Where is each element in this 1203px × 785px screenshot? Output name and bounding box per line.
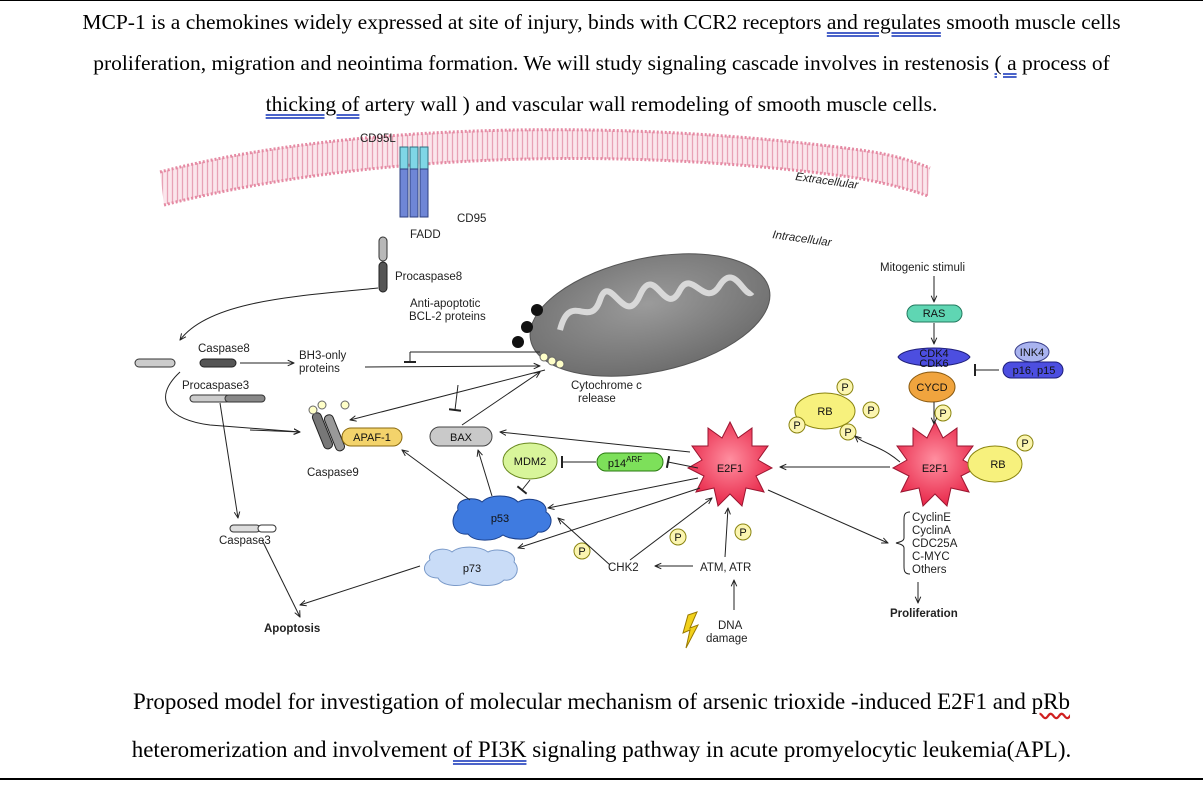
cycd-label: CYCD: [916, 382, 947, 394]
caption-text-3: signaling pathway in acute promyelocytic…: [526, 737, 1072, 762]
proliferation-label: Proliferation: [890, 608, 958, 620]
cytochrome-c-dots: [539, 352, 565, 369]
dna-label: DNA: [718, 620, 743, 632]
release-label: release: [578, 393, 616, 405]
target-gene-cycline: CyclinE: [912, 512, 951, 524]
intro-text-3: proliferation, migration and neointima f…: [93, 51, 995, 75]
intro-text-2: smooth muscle cells: [940, 10, 1121, 34]
mitogenic-label: Mitogenic stimuli: [880, 262, 965, 274]
intracellular-label: Intracellular: [772, 229, 834, 249]
intro-text-1: MCP-1 is a chemokines widely expressed a…: [82, 10, 827, 34]
bh3-label: BH3-only: [299, 350, 347, 362]
cell-membrane: [159, 128, 931, 207]
mitochondrion: [529, 253, 771, 377]
target-gene-others: Others: [912, 564, 947, 576]
mdm2-node: [502, 442, 558, 480]
caspase3-label: Caspase3: [219, 535, 271, 547]
intro-underlined-2: ( a: [994, 51, 1017, 75]
cdk-node: [897, 347, 971, 367]
cd95l-label: CD95L: [360, 133, 396, 145]
intro-text-4: process of: [1016, 51, 1110, 75]
phosphate-badge: P: [841, 382, 848, 394]
phosphate-badge: P: [578, 546, 585, 558]
phosphate-badge: P: [867, 405, 874, 417]
lightning-icon: [682, 611, 700, 649]
bh3-proteins-label: proteins: [299, 363, 340, 375]
phosphate-badge: P: [844, 427, 851, 439]
e2f1-right-node: [891, 420, 979, 507]
phosphate-badge: P: [739, 527, 746, 539]
phosphate-badge: P: [674, 532, 681, 544]
caspase3-shape: [229, 524, 277, 533]
bcl2-label: BCL-2 proteins: [409, 311, 486, 323]
cdk4-label: CDK4: [919, 348, 948, 360]
phosphate-badges: P P P P P P P P P: [573, 378, 1034, 560]
damage-label: damage: [706, 633, 748, 645]
ras-label: RAS: [923, 308, 946, 320]
phosphate-badge: P: [1021, 438, 1028, 450]
cycd-node: [908, 371, 956, 403]
bax-node: [429, 426, 493, 447]
intro-underlined-3: thicking of: [265, 92, 360, 116]
pathway-edges: [165, 276, 999, 617]
caspase9-label: Caspase9: [307, 467, 359, 479]
intro-text-5: artery wall ) and vascular wall remodeli…: [359, 92, 938, 116]
procaspase3-shape: [189, 394, 266, 403]
caption-underlined: of PI3K: [452, 737, 527, 762]
ink4-label: INK4: [1020, 347, 1044, 359]
target-gene-cmyc: C-MYC: [912, 551, 950, 563]
phosphate-badge: P: [939, 408, 946, 420]
pathway-diagram: CD95L CD95 FADD Extracellular Intracellu…: [134, 128, 1064, 649]
caption-paragraph: Proposed model for investigation of mole…: [0, 678, 1203, 774]
phosphate-badge: P: [793, 420, 800, 432]
p14arf-label: p14ARF: [608, 455, 642, 470]
procaspase3-label: Procaspase3: [182, 380, 249, 392]
caspase8-shape: [134, 358, 237, 368]
p73-label: p73: [463, 563, 481, 575]
e2f1-right-label: E2F1: [922, 463, 948, 475]
caption-text-1: Proposed model for investigation of mole…: [132, 689, 1032, 714]
e2f1-center-node: [686, 420, 774, 507]
p16-node: [1002, 361, 1064, 379]
target-genes-bracket: [895, 511, 911, 575]
target-gene-cdc25a: CDC25A: [912, 538, 958, 550]
apoptosis-label: Apoptosis: [264, 623, 320, 635]
rb-left-node: [794, 392, 856, 430]
p73-node: [423, 546, 518, 586]
cd95-receptor: [378, 146, 429, 293]
intro-underlined-1: and regulates: [826, 10, 941, 34]
rb-right-label: RB: [990, 459, 1005, 471]
mdm2-label: MDM2: [514, 456, 546, 468]
cd95-label: CD95: [457, 213, 486, 225]
rb-right-node: [967, 445, 1023, 483]
chk2-label: CHK2: [608, 562, 639, 574]
apaf1-label: APAF-1: [353, 432, 391, 444]
e2f1-center-label: E2F1: [717, 463, 743, 475]
p53-label: p53: [491, 513, 509, 525]
cytochrome-label: Cytochrome c: [571, 380, 642, 392]
caption-text-2: heteromerization and involvement: [131, 737, 453, 762]
fadd-label: FADD: [410, 229, 441, 241]
caspase8-label: Caspase8: [198, 343, 250, 355]
target-gene-cyclina: CyclinA: [912, 525, 951, 537]
p14arf-node: [596, 452, 664, 472]
anti-apoptotic-label: Anti-apoptotic: [410, 298, 481, 310]
atm-atr-label: ATM, ATR: [700, 562, 751, 574]
rb-left-label: RB: [817, 406, 832, 418]
intro-paragraph: MCP-1 is a chemokines widely expressed a…: [0, 2, 1203, 125]
p53-node: [452, 495, 552, 541]
caption-wavy-underlined: pRb: [1031, 689, 1071, 714]
cdk6-label: CDK6: [919, 358, 948, 370]
procaspase8-label: Procaspase8: [395, 271, 462, 283]
bcl2-proteins: [512, 304, 543, 348]
ras-node: [906, 304, 963, 323]
apoptosome: [308, 400, 403, 452]
bax-label: BAX: [450, 432, 473, 444]
p16-label: p16, p15: [1013, 365, 1056, 377]
